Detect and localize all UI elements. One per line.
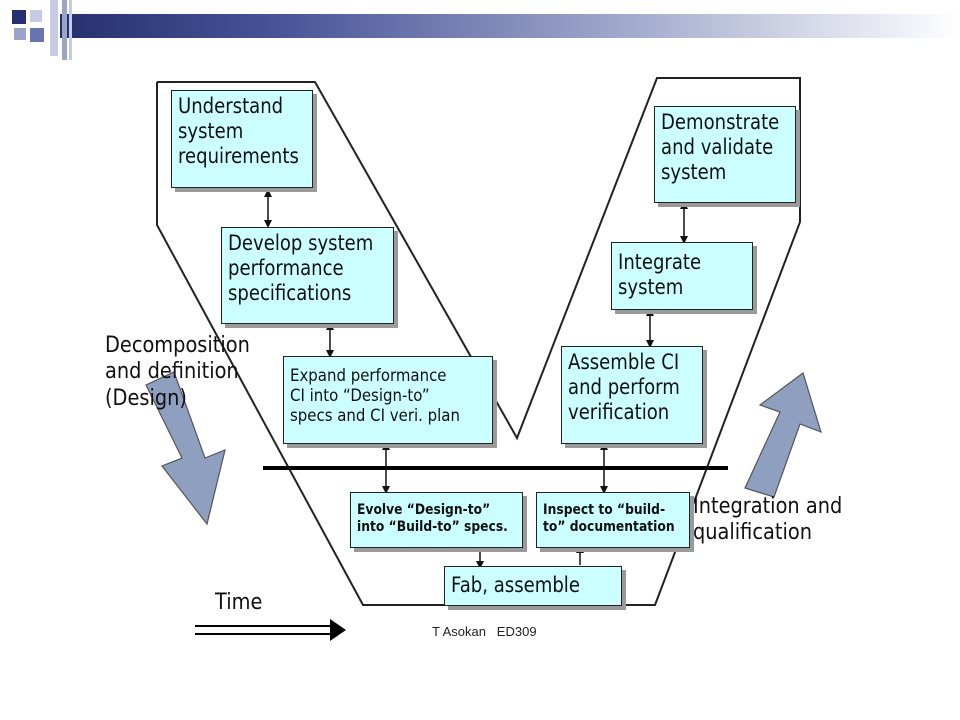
integration-arrow — [744, 372, 822, 498]
box-understand-text: Understand system requirements — [178, 94, 299, 168]
box-evolve-design: Evolve “Design-to” into “Build-to” specs… — [350, 492, 523, 548]
deco-square-dark — [12, 10, 26, 24]
box-assemble-text: Assemble CI and perform verification — [568, 350, 680, 424]
deco-square-light — [30, 10, 42, 22]
box-demonstrate-text: Demonstrate and validate system — [661, 110, 780, 184]
box-integrate-system: Integrate system — [611, 242, 753, 310]
box-fab-assemble: Fab, assemble — [444, 566, 622, 606]
label-integration: Integration and qualification — [693, 494, 843, 546]
footer-credit: T Asokan ED309 — [432, 624, 537, 639]
box-develop-text: Develop system performance specification… — [228, 231, 374, 305]
box-fab-text: Fab, assemble — [451, 573, 580, 597]
box-inspect-text: Inspect to “build- to” documentation — [543, 502, 675, 535]
label-time: Time — [215, 590, 263, 615]
box-evolve-text: Evolve “Design-to” into “Build-to” specs… — [357, 502, 508, 535]
deco-bar-vertical-3 — [69, 0, 72, 60]
box-expand-performance: Expand performance CI into “Design-to” s… — [283, 356, 493, 444]
box-understand-requirements: Understand system requirements — [171, 90, 313, 188]
time-arrow-head — [330, 619, 346, 641]
decomposition-arrow — [145, 371, 226, 526]
v-outline — [156, 77, 801, 606]
deco-bar-vertical — [50, 0, 58, 56]
box-integrate-text: Integrate system — [618, 250, 702, 299]
deco-square-blue — [30, 28, 44, 42]
box-develop-specifications: Develop system performance specification… — [221, 227, 394, 324]
box-demonstrate-validate: Demonstrate and validate system — [654, 106, 796, 203]
label-decomposition: Decomposition and definition (Design) — [105, 333, 250, 411]
box-assemble-ci: Assemble CI and perform verification — [561, 346, 703, 444]
box-expand-text: Expand performance CI into “Design-to” s… — [290, 366, 460, 427]
box-inspect-build: Inspect to “build- to” documentation — [536, 492, 690, 548]
deco-bar-vertical-2 — [62, 0, 67, 60]
deco-square-mid — [14, 28, 26, 40]
header-gradient-bar — [60, 14, 960, 38]
